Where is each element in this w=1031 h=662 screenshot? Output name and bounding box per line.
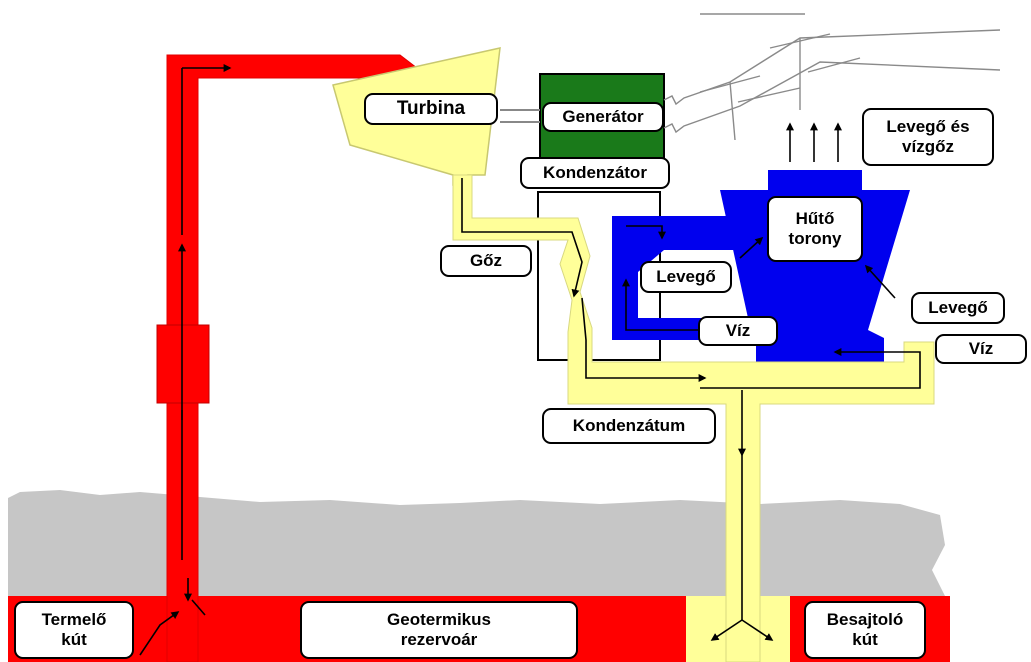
label-turbina: Turbina bbox=[364, 93, 498, 125]
wellhead-separator bbox=[156, 324, 210, 404]
label-termelo-kut: Termelő kút bbox=[14, 601, 134, 659]
label-goz: Gőz bbox=[440, 245, 532, 277]
ground-layer bbox=[8, 490, 945, 596]
label-viz-outer: Víz bbox=[935, 334, 1027, 364]
label-levego-outer: Levegő bbox=[911, 292, 1005, 324]
label-huto-torony: Hűtő torony bbox=[767, 196, 863, 262]
label-kondenzator: Kondenzátor bbox=[520, 157, 670, 189]
vapour-arrows bbox=[786, 122, 842, 162]
cooling-water-loop bbox=[612, 216, 740, 340]
label-levego-es-vizgoz: Levegő és vízgőz bbox=[862, 108, 994, 166]
label-levego-inner: Levegő bbox=[640, 261, 732, 293]
label-viz-inner: Víz bbox=[698, 316, 778, 346]
transmission-line-icon bbox=[663, 13, 1001, 141]
flow-arrows bbox=[139, 64, 921, 656]
label-kondenzatum: Kondenzátum bbox=[542, 408, 716, 444]
label-besajtolo-kut: Besajtoló kút bbox=[804, 601, 926, 659]
label-geotermikus-rezervoar: Geotermikus rezervoár bbox=[300, 601, 578, 659]
label-generator: Generátor bbox=[542, 102, 664, 132]
